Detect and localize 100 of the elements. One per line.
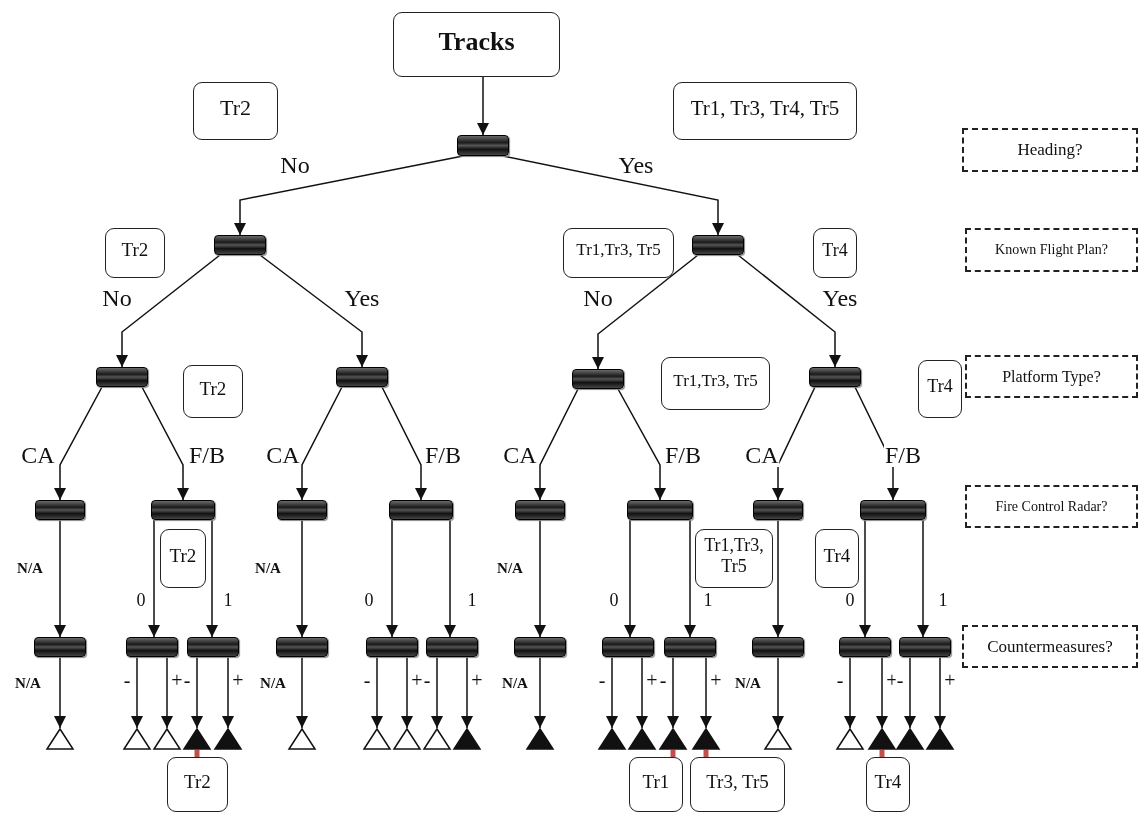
arrow <box>592 254 699 370</box>
arrow <box>296 386 343 501</box>
decision-bar <box>34 637 86 657</box>
track-label: Tr1, Tr3, Tr4, Tr5 <box>690 95 840 121</box>
arrow <box>917 519 929 638</box>
leaf-triangle <box>526 728 554 750</box>
arrow <box>477 76 489 136</box>
track-box <box>690 757 785 812</box>
edge-label: N/A <box>496 560 524 576</box>
leaf-triangle <box>868 728 896 750</box>
track-label: Tr3, Tr5 <box>706 770 769 793</box>
decision-bar <box>692 235 744 255</box>
edge-label: N/A <box>734 675 762 691</box>
decision-bar <box>514 637 566 657</box>
edge-label: F/B <box>884 443 922 467</box>
decision-bar <box>214 235 266 255</box>
edge-label: 0 <box>844 591 856 609</box>
arrow <box>859 519 871 638</box>
arrow <box>606 656 618 729</box>
leaf-triangle <box>659 728 687 750</box>
edge-label: N/A <box>14 675 42 691</box>
edge-label: N/A <box>254 560 282 576</box>
arrow <box>54 656 66 729</box>
track-box <box>105 228 165 278</box>
question-box <box>962 128 1138 172</box>
leaf-triangle <box>896 728 924 750</box>
connector-line <box>670 750 676 757</box>
arrow <box>206 519 218 638</box>
connector-line <box>879 750 885 757</box>
arrow <box>371 656 383 729</box>
leaf-triangle <box>393 728 421 750</box>
track-label: Tr1,Tr3, Tr5 <box>576 240 661 260</box>
arrow <box>161 656 173 729</box>
arrow <box>191 656 203 729</box>
arrow <box>772 386 816 501</box>
decision-bar <box>336 367 388 387</box>
edge-label: N/A <box>16 560 44 576</box>
arrow <box>667 656 679 729</box>
track-box <box>183 365 243 418</box>
arrow <box>876 656 888 729</box>
question-box <box>965 485 1138 528</box>
arrow <box>617 388 666 501</box>
question-label: Known Flight Plan? <box>995 242 1108 258</box>
arrow <box>444 519 456 638</box>
question-box <box>962 625 1138 668</box>
track-label: Tracks <box>438 26 515 57</box>
arrow <box>772 519 784 638</box>
edge-label: 0 <box>608 591 620 609</box>
decision-bar <box>187 637 239 657</box>
decision-bar <box>627 500 693 520</box>
question-label: Platform Type? <box>1002 367 1101 386</box>
arrow <box>636 656 648 729</box>
leaf-triangle <box>183 728 211 750</box>
decision-bar <box>602 637 654 657</box>
arrow <box>386 519 398 638</box>
arrow <box>54 519 66 638</box>
track-box <box>160 529 206 588</box>
decision-bar <box>809 367 861 387</box>
arrow <box>259 254 368 368</box>
track-box <box>695 529 773 588</box>
connector-line <box>703 750 709 757</box>
track-label: Tr2 <box>199 377 227 400</box>
edge-label: 0 <box>135 591 147 609</box>
leaf-triangle <box>153 728 181 750</box>
decision-bar <box>151 500 215 520</box>
arrow <box>844 656 856 729</box>
track-box <box>193 82 278 140</box>
arrow <box>381 386 427 501</box>
track-box <box>673 82 857 140</box>
arrow <box>296 519 308 638</box>
leaf-triangle <box>628 728 656 750</box>
edge-label: 0 <box>363 591 375 609</box>
leaf-triangle <box>453 728 481 750</box>
arrow <box>534 656 546 729</box>
leaf-triangle <box>363 728 391 750</box>
arrow <box>148 519 160 638</box>
leaf-triangle <box>598 728 626 750</box>
leaf-triangle <box>764 728 792 750</box>
leaf-triangle <box>46 728 74 750</box>
track-label: Tr2 <box>121 239 149 261</box>
track-label: Tr1,Tr3, Tr5 <box>703 534 765 577</box>
edge-label: N/A <box>259 675 287 691</box>
track-label: Tr4 <box>927 375 953 397</box>
arrow <box>141 386 189 501</box>
track-box <box>815 529 859 588</box>
arrow <box>222 656 234 729</box>
connector-line <box>194 750 200 757</box>
arrow <box>431 656 443 729</box>
arrow <box>904 656 916 729</box>
decision-bar <box>277 500 327 520</box>
arrow <box>534 519 546 638</box>
track-label: Tr2 <box>220 95 251 121</box>
decision-bar <box>366 637 418 657</box>
track-label: Tr4 <box>823 544 851 567</box>
arrow <box>737 254 841 368</box>
track-box <box>661 357 770 410</box>
decision-bar <box>96 367 148 387</box>
leaf-triangle <box>123 728 151 750</box>
track-box <box>167 757 228 812</box>
track-box <box>813 228 857 278</box>
